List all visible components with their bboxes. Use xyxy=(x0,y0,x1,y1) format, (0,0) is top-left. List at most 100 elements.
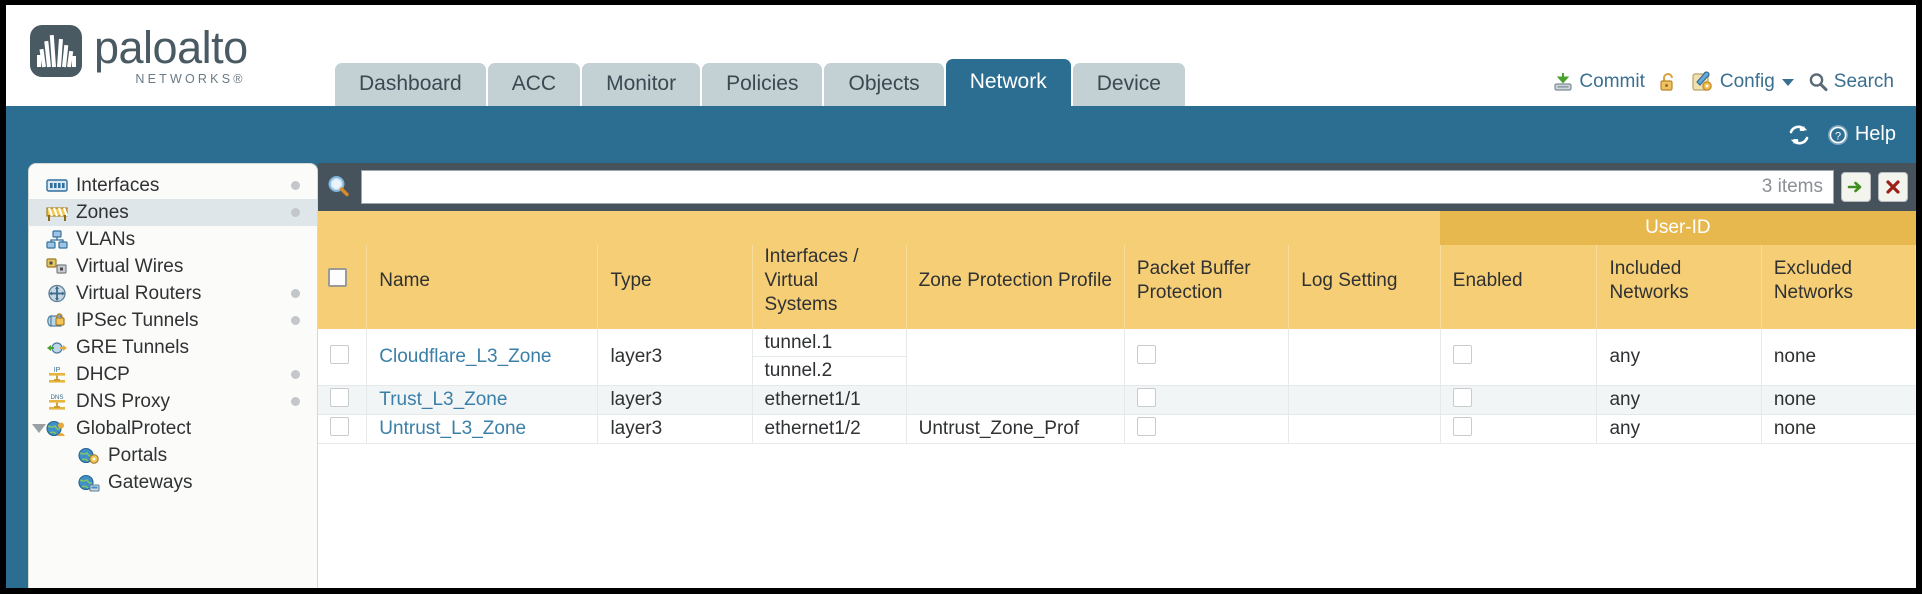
interface-entry: ethernet1/2 xyxy=(764,418,861,439)
sidebar-item-gateways[interactable]: Gateways xyxy=(29,469,317,496)
globalprotect-icon-wrap xyxy=(45,419,69,439)
column-header[interactable]: Name xyxy=(366,245,599,329)
userid-enabled-cell xyxy=(1440,385,1598,415)
sidebar-item-label: Interfaces xyxy=(76,174,160,196)
select-all-checkbox[interactable] xyxy=(328,268,347,287)
packet-buffer-protection-checkbox[interactable] xyxy=(1136,387,1156,407)
row-checkbox[interactable] xyxy=(330,387,349,407)
gateways-icon-wrap xyxy=(77,473,101,493)
filter-search-icon[interactable] xyxy=(324,172,354,202)
brand-name: paloalto xyxy=(94,22,248,73)
config-menu[interactable]: Config xyxy=(1691,71,1794,93)
commit-button[interactable]: Commit xyxy=(1552,71,1645,93)
interface-entry: tunnel.1 xyxy=(752,329,906,357)
vlans-icon xyxy=(46,230,68,249)
clear-filter-button[interactable] xyxy=(1878,172,1908,202)
config-label: Config xyxy=(1719,71,1775,92)
help-button[interactable]: ? Help xyxy=(1826,123,1896,147)
sidebar-item-virtual-wires[interactable]: Virtual Wires xyxy=(29,253,317,280)
sidebar-item-globalprotect[interactable]: GlobalProtect xyxy=(29,415,317,442)
userid-enabled-checkbox[interactable] xyxy=(1452,344,1472,364)
tab-device[interactable]: Device xyxy=(1072,63,1185,106)
sidebar-item-virtual-routers[interactable]: Virtual Routers xyxy=(29,280,317,307)
help-label: Help xyxy=(1854,123,1896,145)
log-setting-cell xyxy=(1288,385,1441,415)
tab-network[interactable]: Network xyxy=(945,59,1071,106)
select-all-header xyxy=(318,245,368,329)
dhcp-icon: IP xyxy=(49,367,65,383)
search-input[interactable]: 3 items xyxy=(361,170,1834,204)
column-header[interactable]: Log Setting xyxy=(1288,245,1441,329)
virtual-wires-icon-wrap xyxy=(45,257,69,277)
tab-monitor[interactable]: Monitor xyxy=(582,63,701,106)
sidebar-item-label: DHCP xyxy=(76,363,130,385)
help-question-icon: ? xyxy=(1827,124,1848,145)
tab-acc[interactable]: ACC xyxy=(487,63,581,106)
sidebar-item-vlans[interactable]: VLANs xyxy=(29,226,317,253)
apply-filter-button[interactable] xyxy=(1841,172,1871,202)
column-header[interactable]: Type xyxy=(597,245,753,329)
sidebar-item-dhcp[interactable]: IP DHCP xyxy=(29,361,317,388)
userid-enabled-checkbox[interactable] xyxy=(1452,416,1472,436)
tab-dashboard[interactable]: Dashboard xyxy=(335,63,486,106)
interface-entry: ethernet1/1 xyxy=(764,389,861,410)
expand-triangle-icon[interactable] xyxy=(32,424,46,433)
search-button[interactable]: Search xyxy=(1807,71,1894,93)
sidebar-item-label: Gateways xyxy=(108,471,193,493)
column-header[interactable]: Zone Protection Profile xyxy=(906,245,1125,329)
row-checkbox[interactable] xyxy=(330,344,349,364)
refresh-icon[interactable] xyxy=(1786,123,1812,147)
zone-name-cell: Trust_L3_Zone xyxy=(366,385,599,415)
lock-button[interactable] xyxy=(1658,71,1678,93)
zone-name-link[interactable]: Trust_L3_Zone xyxy=(379,389,508,410)
band-actions: ? Help xyxy=(1786,123,1896,147)
portals-icon xyxy=(78,447,99,464)
sidebar-item-label: Virtual Wires xyxy=(76,255,184,277)
group-header-row: User-ID xyxy=(318,211,1916,245)
zone-name-link[interactable]: Untrust_L3_Zone xyxy=(379,418,527,439)
tab-objects[interactable]: Objects xyxy=(824,63,944,106)
sidebar-item-label: Portals xyxy=(108,444,168,466)
unlocked-padlock-icon xyxy=(1660,73,1673,91)
status-dot xyxy=(291,370,300,379)
column-header[interactable]: Included Networks xyxy=(1596,245,1762,329)
zones-icon-wrap xyxy=(45,203,69,223)
sidebar-item-gre-tunnels[interactable]: GRE Tunnels xyxy=(29,334,317,361)
sidebar-item-zones[interactable]: Zones xyxy=(29,199,317,226)
sidebar-item-interfaces[interactable]: Interfaces xyxy=(29,172,317,199)
tab-label: Device xyxy=(1096,72,1161,95)
sidebar-item-portals[interactable]: Portals xyxy=(29,442,317,469)
virtual-routers-icon xyxy=(48,284,66,303)
tab-policies[interactable]: Policies xyxy=(702,63,823,106)
packet-buffer-protection-checkbox[interactable] xyxy=(1136,416,1156,436)
sidebar-item-label: Zones xyxy=(76,201,129,223)
excluded-networks-cell: none xyxy=(1761,414,1916,444)
column-header[interactable]: Interfaces / Virtual Systems xyxy=(752,245,907,329)
virtual-wires-icon xyxy=(46,258,67,274)
tab-label: Objects xyxy=(848,72,920,95)
included-networks-cell: any xyxy=(1596,414,1762,444)
zone-name-cell: Cloudflare_L3_Zone xyxy=(366,329,599,386)
virtual-routers-icon-wrap xyxy=(45,284,69,304)
commit-icon xyxy=(1554,73,1573,91)
globalprotect-icon xyxy=(46,420,65,437)
row-checkbox[interactable] xyxy=(330,416,349,436)
column-header[interactable]: Excluded Networks xyxy=(1761,245,1916,329)
packet-buffer-protection-checkbox[interactable] xyxy=(1136,344,1156,364)
gre-tunnels-icon-wrap xyxy=(45,338,69,358)
sidebar-item-ipsec-tunnels[interactable]: IPSec Tunnels xyxy=(29,307,317,334)
userid-enabled-checkbox[interactable] xyxy=(1452,387,1472,407)
zone-name-link[interactable]: Cloudflare_L3_Zone xyxy=(379,346,552,367)
column-header[interactable]: Packet Buffer Protection xyxy=(1124,245,1290,329)
column-header[interactable]: Enabled xyxy=(1440,245,1598,329)
row-select-cell xyxy=(318,414,368,444)
